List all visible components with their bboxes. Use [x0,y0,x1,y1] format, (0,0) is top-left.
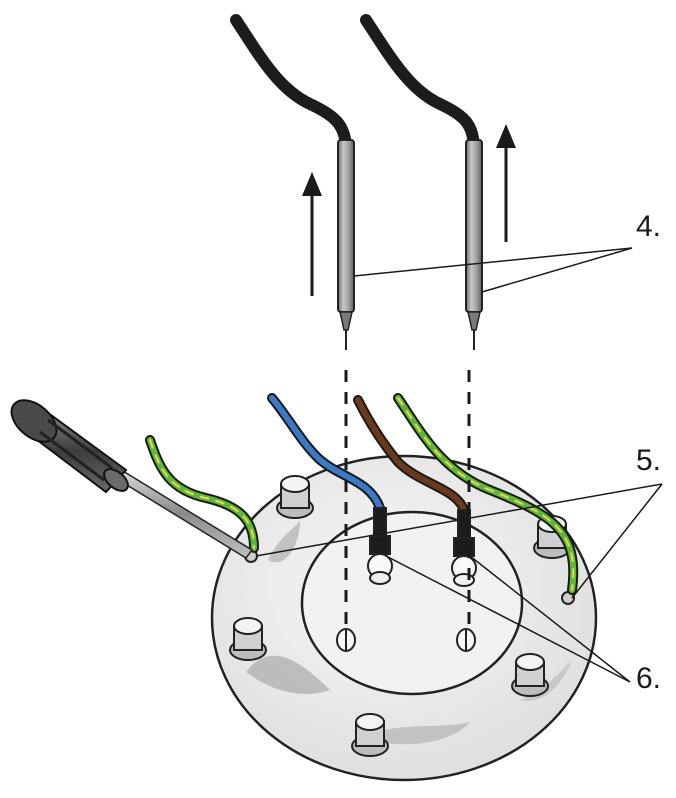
wires [145,393,579,595]
flange-stain [360,722,470,745]
element-flange [210,454,598,782]
probe-left [337,139,355,350]
leader-5-right [571,483,663,599]
probe-cable-left [230,14,352,156]
element-mount-screws [336,628,476,652]
probe-right [465,139,483,350]
lift-arrows [302,124,516,296]
leader-4-right [481,247,633,293]
callout-element-terminals: 6. [636,662,662,695]
flange-bolt [229,617,267,661]
flange-stain [246,655,330,694]
screwdriver-handle [10,399,129,494]
arrow-up-icon [496,124,516,242]
leader-4-left [353,247,633,277]
terminal-left [367,507,393,585]
callout-probes: 4. [636,210,662,243]
flange-stain [520,660,572,701]
callout-ground-screws: 5. [636,444,662,477]
screwdriver [10,399,254,559]
slotted-screw [336,628,356,652]
arrow-up-icon [302,172,322,296]
leader-lines [255,247,663,683]
probe-cable-right [360,14,480,156]
flange-bolt [276,475,314,519]
flange-bolts [229,475,571,757]
screwdriver-shaft [110,467,254,559]
leader-5-left [255,483,663,557]
flange-inner-boss [300,510,524,696]
flange-bolt [511,653,549,697]
leader-6-right [469,555,631,683]
meter-probes [230,14,483,350]
flange-bolt [351,713,389,757]
slotted-screw [456,628,476,652]
leader-6-left [385,555,631,683]
